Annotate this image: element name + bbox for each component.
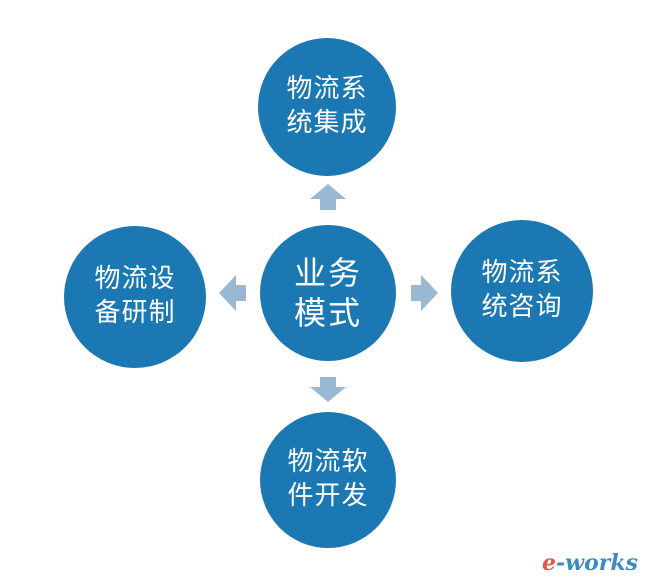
arrow-down-icon: [310, 377, 346, 402]
eworks-watermark-logo: e-works: [542, 550, 638, 576]
node-center-line2: 模式: [293, 294, 362, 332]
node-bottom-line2: 件开发: [287, 481, 369, 511]
node-logistics-system-consulting: 物流系 统咨询: [451, 220, 593, 362]
node-logistics-system-integration: 物流系 统集成: [258, 38, 396, 176]
arrow-right-icon: [411, 275, 438, 311]
node-logistics-software-development: 物流软 件开发: [260, 412, 396, 548]
watermark-rest: -works: [556, 550, 638, 576]
node-top-line2: 统集成: [286, 108, 368, 138]
node-right-line1: 物流系: [481, 258, 563, 289]
node-left-line2: 备研制: [94, 298, 176, 328]
node-top-line1: 物流系: [286, 74, 368, 105]
node-left-line1: 物流设: [94, 264, 176, 295]
node-right-line2: 统咨询: [481, 292, 563, 322]
node-logistics-equipment-development: 物流设 备研制: [64, 226, 206, 368]
node-business-model-center: 业务 模式: [260, 225, 396, 361]
node-bottom-line1: 物流软: [287, 447, 369, 478]
arrow-left-icon: [219, 275, 246, 311]
watermark-e: e: [542, 550, 557, 576]
node-center-line1: 业务: [293, 254, 362, 292]
arrow-up-icon: [310, 184, 346, 210]
